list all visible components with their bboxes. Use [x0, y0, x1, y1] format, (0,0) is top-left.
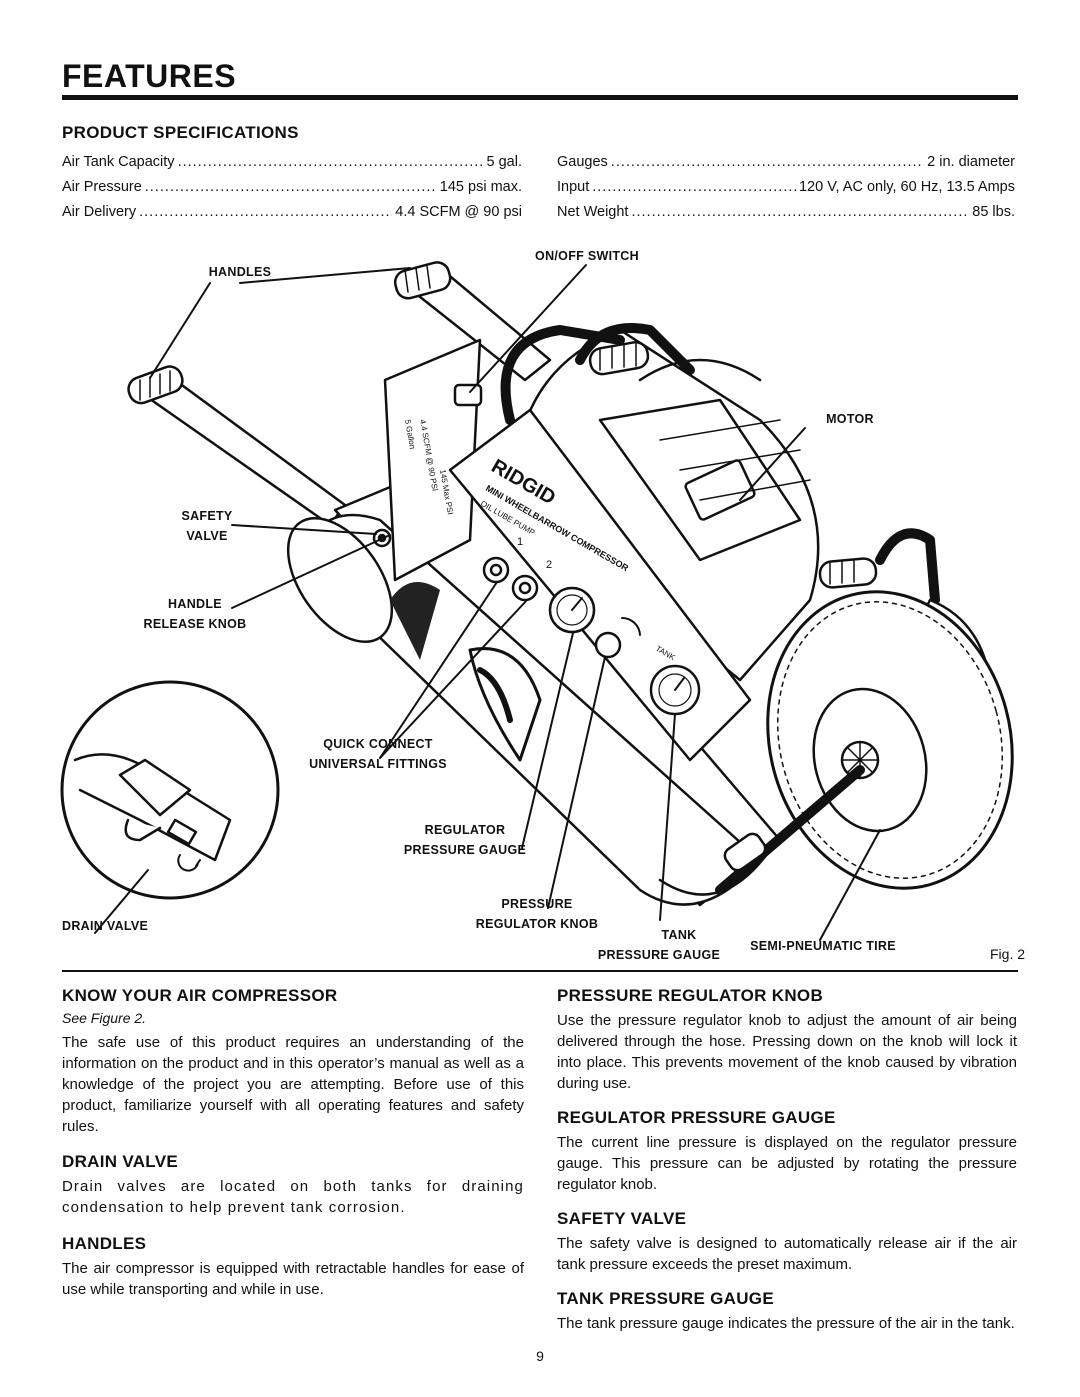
page-number: 9 [536, 1348, 544, 1364]
callout-regulator-gauge: REGULATOR PRESSURE GAUGE [385, 820, 545, 860]
spec-row: Input 120 V, AC only, 60 Hz, 13.5 Amps [557, 175, 1015, 200]
callout-line: RELEASE KNOB [143, 617, 247, 631]
control-panel: RIDGID MINI WHEELBARROW COMPRESSOR OIL L… [448, 408, 752, 762]
reg-gauge-heading: REGULATOR PRESSURE GAUGE [557, 1108, 836, 1127]
figure-rule [62, 970, 1018, 972]
callout-line: REGULATOR [424, 823, 506, 837]
callout-leaders [94, 264, 881, 941]
spec-label: Air Pressure [62, 179, 142, 195]
spec-row: Air Pressure 145 psi max. [62, 175, 522, 200]
safety-heading: SAFETY VALVE [557, 1209, 687, 1228]
carry-frame [500, 323, 695, 425]
handles-body: The air compressor is equipped with retr… [62, 1260, 524, 1298]
callout-line: VALVE [186, 529, 228, 543]
semi-pneumatic-tire [715, 590, 1014, 895]
page-title: FEATURES [62, 58, 237, 94]
know-body: The safe use of this product requires an… [62, 1034, 524, 1135]
spec-value: 120 V, AC only, 60 Hz, 13.5 Amps [798, 179, 1015, 195]
callout-line: HANDLE [168, 597, 222, 611]
spec-row: Air Tank Capacity 5 gal. [62, 150, 522, 175]
knob-body: Use the pressure regulator knob to adjus… [557, 1012, 1017, 1092]
drain-heading: DRAIN VALVE [62, 1152, 179, 1171]
callout-on-off-switch: ON/OFF SWITCH [535, 249, 639, 263]
spec-label: Input [557, 179, 590, 195]
spec-value: 4.4 SCFM @ 90 psi [395, 204, 522, 220]
callout-line: UNIVERSAL FITTINGS [309, 757, 447, 771]
on-off-switch[interactable] [453, 383, 483, 407]
right-column: PRESSURE REGULATOR KNOB Use the pressure… [557, 986, 1017, 1334]
callout-handles: HANDLES [208, 265, 272, 279]
left-handle [127, 365, 347, 527]
spec-row: Net Weight 85 lbs. [557, 200, 1015, 225]
callout-drain-valve: DRAIN VALVE [62, 919, 149, 933]
tank-gauge-body: The tank pressure gauge indicates the pr… [557, 1315, 1015, 1332]
svg-text:1: 1 [517, 536, 523, 548]
left-column: KNOW YOUR AIR COMPRESSOR See Figure 2. T… [62, 986, 524, 1300]
safety-body: The safety valve is designed to automati… [557, 1235, 1017, 1273]
pressure-regulator-knob[interactable] [594, 631, 622, 659]
callout-line: REGULATOR KNOB [475, 917, 599, 931]
specs-heading: PRODUCT SPECIFICATIONS [62, 123, 299, 142]
spec-row: Air Delivery 4.4 SCFM @ 90 psi [62, 200, 522, 225]
svg-text:2: 2 [546, 559, 552, 571]
callout-line: PRESSURE GAUGE [403, 843, 527, 857]
specs-right-column: Gauges 2 in. diameter Input 120 V, AC only… [557, 150, 1015, 225]
know-heading: KNOW YOUR AIR COMPRESSOR [62, 986, 338, 1005]
spec-value: 145 psi max. [439, 179, 522, 195]
title-rule [62, 95, 1018, 100]
callout-line: TANK [661, 928, 697, 942]
drain-valve-inset [60, 680, 280, 900]
spec-value: 85 lbs. [972, 204, 1015, 220]
callout-line: QUICK CONNECT [323, 737, 433, 751]
drain-body: Drain valves are located on both tanks f… [62, 1178, 524, 1216]
spec-row: Gauges 2 in. diameter [557, 150, 1015, 175]
compressor-illustration: 5 Gallon 4.4 SCFM @ 90 PSI 145 Max PSI R… [60, 261, 1014, 941]
callout-pressure-knob: PRESSURE REGULATOR KNOB [462, 894, 612, 934]
callout-quick-connect: QUICK CONNECT UNIVERSAL FITTINGS [298, 734, 458, 774]
callout-tank-gauge: TANK PRESSURE GAUGE [584, 925, 734, 965]
callout-line: PRESSURE GAUGE [597, 948, 721, 962]
tank-gauge-heading: TANK PRESSURE GAUGE [557, 1289, 774, 1308]
figure-label: Fig. 2 [990, 946, 1026, 962]
callout-line: SAFETY [181, 509, 233, 523]
spec-label: Air Tank Capacity [62, 154, 175, 170]
callout-tire: SEMI-PNEUMATIC TIRE [750, 939, 896, 953]
spec-label: Air Delivery [62, 204, 137, 220]
see-figure-note: See Figure 2. [62, 1010, 147, 1026]
callout-motor: MOTOR [826, 412, 874, 426]
callout-line: PRESSURE [501, 897, 573, 911]
spec-label: Gauges [557, 154, 608, 170]
callout-safety-valve: SAFETY VALVE [160, 506, 254, 546]
specs-left-column: Air Tank Capacity 5 gal. Air Pressure 145 … [62, 150, 522, 225]
spec-value: 2 in. diameter [927, 154, 1015, 170]
knob-heading: PRESSURE REGULATOR KNOB [557, 986, 824, 1005]
handles-heading: HANDLES [62, 1234, 147, 1253]
spec-value: 5 gal. [486, 154, 522, 170]
reg-gauge-body: The current line pressure is displayed o… [557, 1134, 1017, 1193]
motor-shroud [518, 328, 820, 682]
callout-handle-release-knob: HANDLE RELEASE KNOB [125, 594, 265, 634]
spec-label: Net Weight [557, 204, 629, 220]
